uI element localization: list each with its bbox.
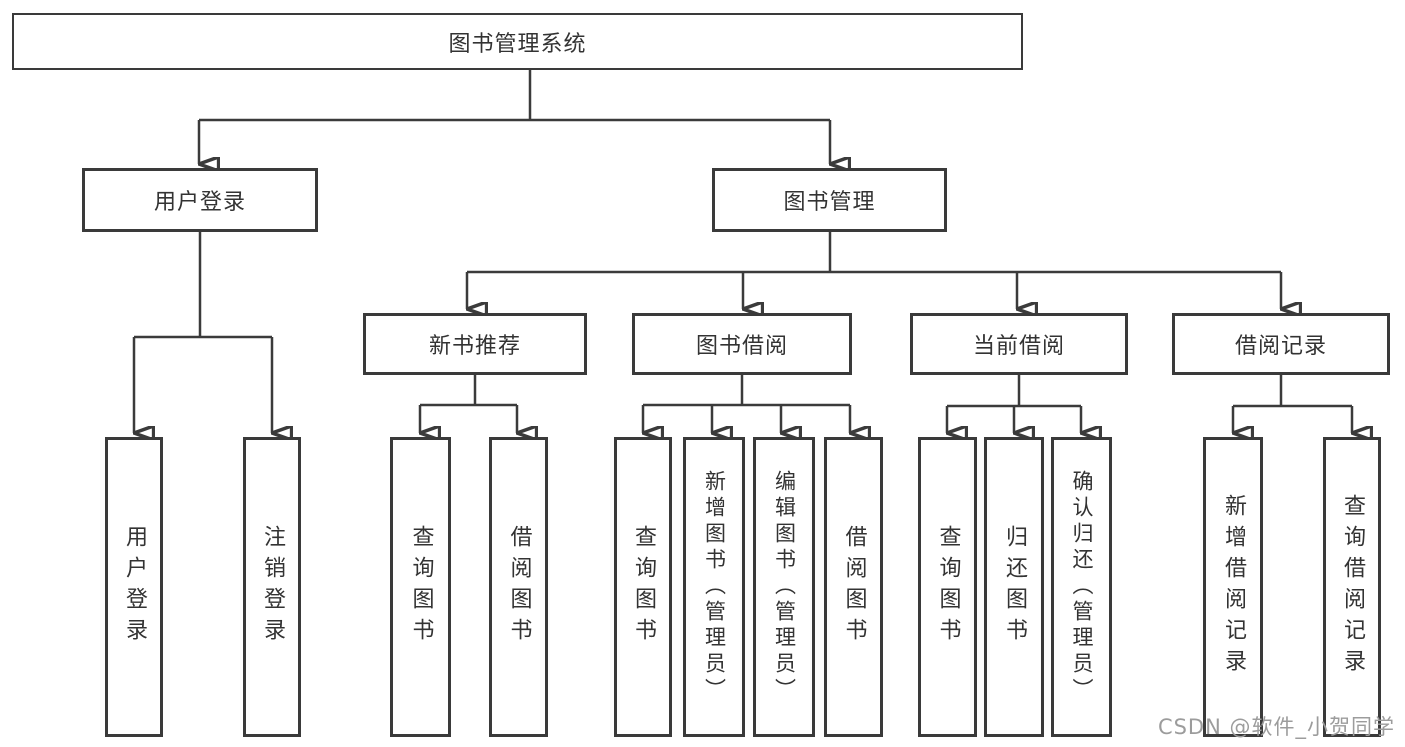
leaf-edit-books-admin: 编辑图书（管理员） — [753, 437, 815, 737]
leaf-logout: 注销登录 — [243, 437, 301, 737]
node-borrowing-records: 借阅记录 — [1172, 313, 1390, 375]
node-book-borrowing: 图书借阅 — [632, 313, 852, 375]
leaf-query-books-recommend: 查询图书 — [390, 437, 451, 737]
csdn-watermark: CSDN @软件_小贺同学 — [1157, 715, 1395, 739]
node-book-management: 图书管理 — [712, 168, 947, 232]
node-library-management-system: 图书管理系统 — [12, 13, 1023, 70]
leaf-borrow-books-borrowing: 借阅图书 — [824, 437, 883, 737]
leaf-query-books-borrowing: 查询图书 — [614, 437, 672, 737]
leaf-confirm-return-admin: 确认归还（管理员） — [1051, 437, 1112, 737]
node-user-login: 用户登录 — [82, 168, 318, 232]
node-new-book-recommend: 新书推荐 — [363, 313, 587, 375]
leaf-borrow-books-recommend: 借阅图书 — [489, 437, 548, 737]
leaf-query-borrow-record: 查询借阅记录 — [1323, 437, 1381, 737]
leaf-user-login: 用户登录 — [105, 437, 163, 737]
leaf-add-borrow-record: 新增借阅记录 — [1203, 437, 1263, 737]
leaf-return-books: 归还图书 — [984, 437, 1044, 737]
leaf-query-books-current: 查询图书 — [918, 437, 977, 737]
node-current-borrowing: 当前借阅 — [910, 313, 1128, 375]
leaf-add-books-admin: 新增图书（管理员） — [683, 437, 745, 737]
